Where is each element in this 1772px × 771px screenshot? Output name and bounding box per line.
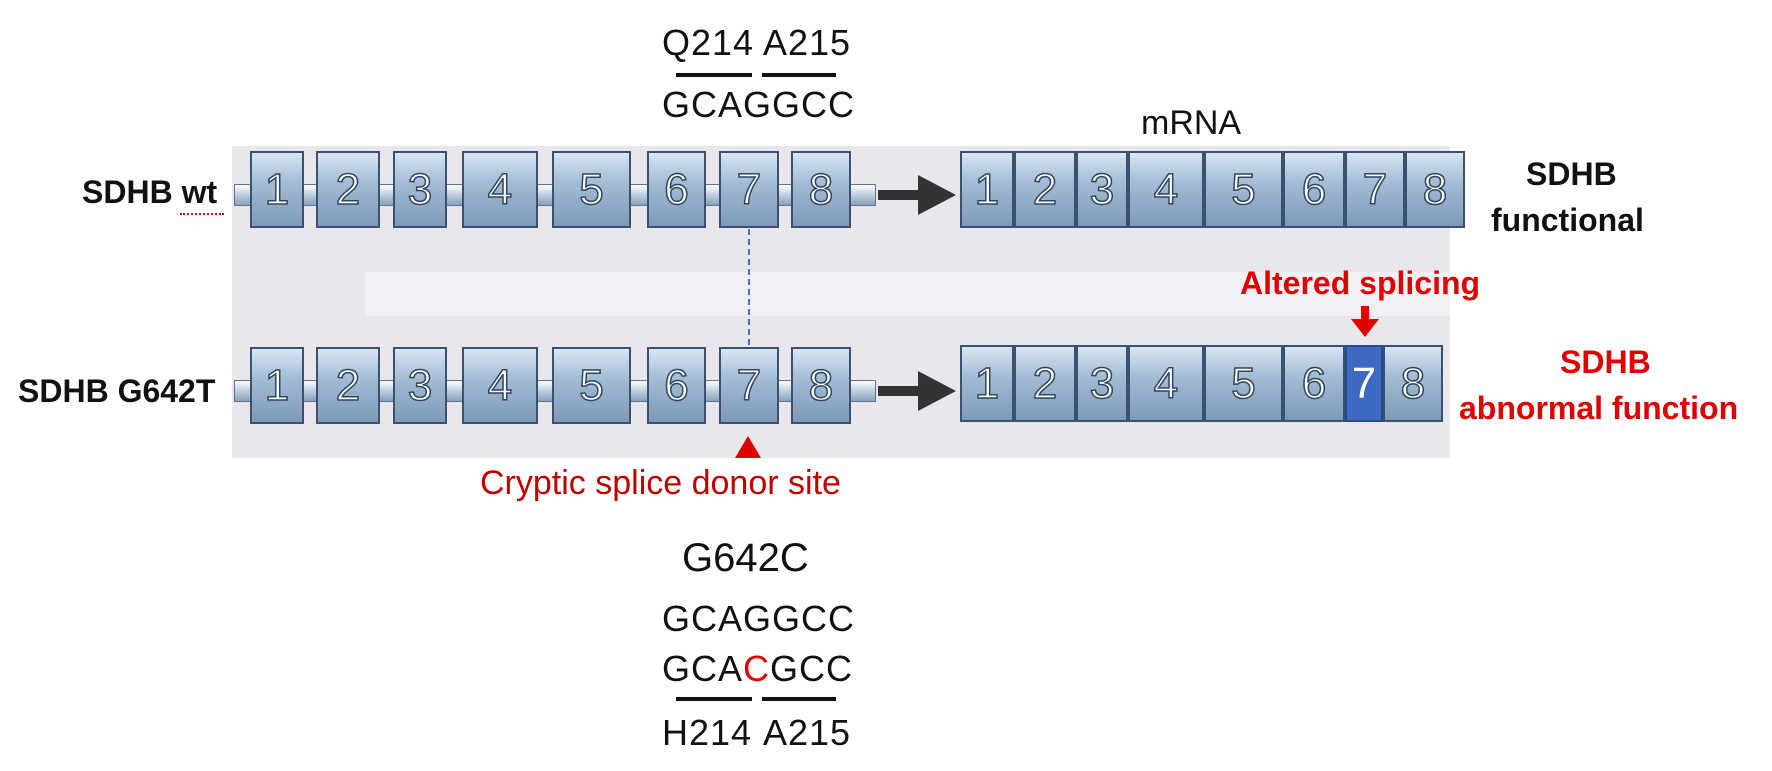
mut-mrna-exon-7-altered: 7 — [1345, 345, 1383, 422]
bottom-codon1-bar — [676, 697, 752, 701]
altered-splicing-label: Altered splicing — [1240, 265, 1481, 301]
wt-exon-6: 6 — [647, 151, 706, 228]
wt-mrna-exon-8: 8 — [1405, 151, 1465, 228]
wt-mrna-exon-3: 3 — [1076, 151, 1128, 228]
mut-exon-8: 8 — [791, 347, 851, 424]
exon7-connector-line — [748, 229, 750, 345]
mut-mrna-exon-2: 2 — [1014, 345, 1076, 422]
wt-exon-7: 7 — [719, 151, 779, 228]
top-codon2-label: A215 — [763, 22, 852, 63]
top-codon1-bar — [676, 73, 752, 77]
mutation-label: G642C — [682, 536, 809, 580]
bottom-wt-sequence: GCAGGCC — [662, 598, 856, 639]
mut-result-line2: abnormal function — [1459, 390, 1739, 426]
top-codon2-bar — [762, 73, 836, 77]
mut-mrna-exon-6: 6 — [1283, 345, 1345, 422]
mut-exon-6: 6 — [647, 347, 706, 424]
wt-exon-5: 5 — [552, 151, 631, 228]
mut-arrow-head — [918, 371, 956, 411]
mut-mrna-exon-8: 8 — [1383, 345, 1443, 422]
top-codon1-label: Q214 — [662, 22, 755, 63]
mut-arrow-body — [878, 386, 922, 396]
mut-mrna-exon-1: 1 — [960, 345, 1014, 422]
wt-exon-1: 1 — [250, 151, 304, 228]
mut-seq-prefix: GCA — [662, 648, 744, 689]
panel-light-band — [365, 272, 1450, 316]
wt-mrna-exon-7: 7 — [1345, 151, 1405, 228]
mut-mrna-exon-3: 3 — [1076, 345, 1128, 422]
wt-exon-4: 4 — [462, 151, 538, 228]
wt-mrna-exon-6: 6 — [1283, 151, 1345, 228]
cryptic-site-arrow — [735, 436, 761, 458]
mut-mrna-exon-5: 5 — [1204, 345, 1283, 422]
wt-mrna-exon-1: 1 — [960, 151, 1014, 228]
wt-mrna-exon-5: 5 — [1204, 151, 1283, 228]
cryptic-site-label: Cryptic splice donor site — [480, 464, 841, 502]
spellcheck-underline — [180, 210, 224, 215]
bottom-codon1-label: H214 — [662, 712, 753, 753]
bottom-codon2-bar — [762, 697, 836, 701]
wt-result-line2: functional — [1491, 202, 1644, 238]
mut-result-line1: SDHB — [1560, 344, 1651, 380]
mut-row-label: SDHB G642T — [18, 373, 216, 409]
altered-splicing-arrow-stem — [1361, 306, 1369, 320]
top-sequence: GCAGGCC — [662, 84, 856, 125]
mut-mrna-exon-4: 4 — [1128, 345, 1204, 422]
mut-exon-1: 1 — [250, 347, 304, 424]
wt-exon-3: 3 — [393, 151, 447, 228]
mut-exon-3: 3 — [393, 347, 447, 424]
mrna-label: mRNA — [1141, 104, 1242, 142]
wt-exon-8: 8 — [791, 151, 851, 228]
wt-arrow-body — [878, 190, 922, 200]
mut-exon-7: 7 — [719, 347, 779, 424]
wt-arrow-head — [918, 175, 956, 215]
bottom-mut-sequence: GCACGCC — [662, 648, 853, 690]
mut-exon-5: 5 — [552, 347, 631, 424]
mut-seq-suffix: GCC — [770, 648, 854, 689]
altered-splicing-arrow-head — [1351, 319, 1379, 337]
mut-seq-changed-base: C — [743, 648, 771, 689]
mut-exon-4: 4 — [462, 347, 538, 424]
mut-exon-2: 2 — [316, 347, 380, 424]
bottom-codon2-label: A215 — [763, 712, 852, 753]
wt-row-label: SDHB wt — [82, 174, 218, 210]
wt-mrna-exon-2: 2 — [1014, 151, 1076, 228]
wt-exon-2: 2 — [316, 151, 380, 228]
wt-result-line1: SDHB — [1526, 156, 1617, 192]
wt-mrna-exon-4: 4 — [1128, 151, 1204, 228]
